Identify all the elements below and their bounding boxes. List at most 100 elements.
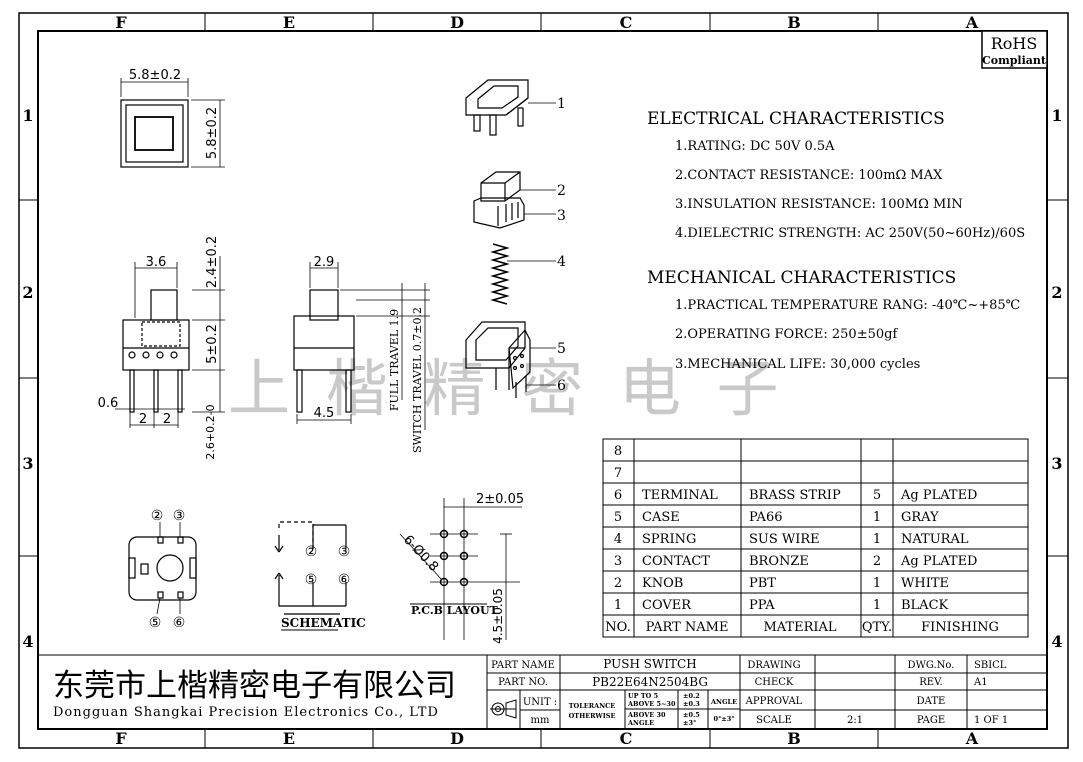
bom-cell: 5 bbox=[873, 488, 881, 503]
col-label-top: A bbox=[965, 13, 979, 32]
column-dividers bbox=[19, 13, 1068, 748]
bom-cell: Ag PLATED bbox=[900, 488, 977, 503]
schematic-pin-5: ⑤ bbox=[305, 572, 318, 588]
electrical-item: 2.CONTACT RESISTANCE: 100mΩ MAX bbox=[675, 168, 943, 183]
part-no-label: PART NO. bbox=[498, 677, 548, 688]
callout-5: 5 bbox=[557, 341, 566, 357]
col-label-top: F bbox=[115, 13, 127, 32]
pcb-layout bbox=[399, 498, 522, 640]
tolerance-value: ±0.2 bbox=[683, 692, 700, 700]
col-label-top: B bbox=[787, 13, 801, 32]
bottom-pin-5: ⑤ bbox=[149, 615, 162, 631]
exploded-parts bbox=[465, 79, 556, 398]
dim-front-body-height: 5±0.2 bbox=[205, 324, 220, 364]
bom-header: PART NAME bbox=[646, 620, 729, 635]
bom-cell: 1 bbox=[873, 576, 881, 591]
scale-label: SCALE bbox=[756, 715, 792, 726]
schematic-pin-2: ② bbox=[305, 544, 318, 560]
front-view bbox=[115, 256, 225, 428]
mechanical-item: 2.OPERATING FORCE: 250±50gf bbox=[675, 327, 898, 342]
bom-cell: SPRING bbox=[642, 532, 696, 547]
side-view bbox=[293, 262, 430, 430]
tolerance-range: ANGLE bbox=[627, 719, 654, 727]
schematic-pin-3: ③ bbox=[338, 544, 351, 560]
dim-pcb-pitch: 2±0.05 bbox=[476, 492, 524, 507]
angle-value: 0°±3° bbox=[714, 715, 735, 723]
pcb-layout-title: P.C.B LAYOUT bbox=[411, 604, 499, 617]
schematic-pin-6: ⑥ bbox=[338, 572, 351, 588]
schematic-symbol bbox=[274, 521, 347, 615]
title-block bbox=[38, 654, 1047, 729]
callout-2: 2 bbox=[557, 183, 566, 199]
dim-pcb-height: 4.5±0.05 bbox=[491, 588, 505, 644]
bom-cell: 1 bbox=[873, 510, 881, 525]
part-no-value: PB22E64N2504BG bbox=[592, 675, 708, 689]
callout-3: 3 bbox=[557, 208, 566, 224]
dim-side-base-width: 4.5 bbox=[314, 406, 335, 421]
rohs-badge bbox=[981, 30, 1048, 69]
bom-header: NO. bbox=[605, 620, 630, 635]
dwg-no-label: DWG.No. bbox=[908, 660, 955, 671]
inner-frame bbox=[37, 30, 1048, 730]
check-label: CHECK bbox=[755, 677, 794, 688]
rohs-title: RoHS bbox=[991, 34, 1038, 53]
dim-pcb-hole: 6-Ø0.8 bbox=[400, 532, 441, 574]
unit-label: UNIT : bbox=[523, 697, 557, 708]
approval-label: APPROVAL bbox=[745, 696, 803, 707]
dim-pin-thickness: 0.6 bbox=[98, 396, 119, 411]
date-label: DATE bbox=[917, 696, 946, 707]
dim-side-knob-width: 2.9 bbox=[314, 255, 335, 270]
bom-header: MATERIAL bbox=[763, 620, 836, 635]
bom-cell: CASE bbox=[642, 510, 680, 525]
col-label-bottom: E bbox=[283, 729, 295, 748]
scale-value: 2:1 bbox=[847, 715, 863, 726]
schematic-title: SCHEMATIC bbox=[281, 616, 366, 630]
dim-front-knob-width: 3.6 bbox=[146, 255, 167, 270]
bottom-pin-2: ② bbox=[151, 508, 164, 524]
bom-header: QTY. bbox=[862, 620, 892, 635]
bom-cell: BRONZE bbox=[749, 554, 809, 569]
bom-cell: Ag PLATED bbox=[900, 554, 977, 569]
bom-cell: PA66 bbox=[749, 510, 782, 525]
callout-1: 1 bbox=[557, 96, 566, 112]
col-label-bottom: F bbox=[115, 729, 127, 748]
bom-cell: NATURAL bbox=[901, 532, 969, 547]
dim-front-knob-height: 2.4±0.2 bbox=[205, 236, 220, 288]
electrical-item: 3.INSULATION RESISTANCE: 100MΩ MIN bbox=[675, 197, 963, 212]
bom-cell: 2 bbox=[614, 576, 622, 591]
tolerance-range: ABOVE 5~30 bbox=[627, 700, 676, 708]
bom-cell: WHITE bbox=[901, 576, 949, 591]
rohs-subtitle: Compliant bbox=[982, 54, 1047, 67]
mechanical-item: 1.PRACTICAL TEMPERATURE RANG: -40℃~+85℃ bbox=[675, 298, 1020, 313]
bom-rows: 8 7 6 TERMINAL BRASS STRIP 5 Ag PLATED 5… bbox=[605, 444, 999, 635]
bom-cell: 1 bbox=[873, 532, 881, 547]
tolerance-label: TOLERANCE bbox=[569, 702, 616, 710]
rev-value: A1 bbox=[973, 677, 988, 688]
col-label-bottom: C bbox=[620, 729, 633, 748]
drawing-label: DRAWING bbox=[747, 660, 800, 671]
row-label-left: 3 bbox=[22, 454, 33, 473]
bom-cell: 6 bbox=[614, 488, 622, 503]
row-label-right: 4 bbox=[1051, 632, 1062, 651]
bom-cell: TERMINAL bbox=[642, 488, 718, 503]
bom-cell: COVER bbox=[642, 598, 692, 613]
bom-cell: CONTACT bbox=[642, 554, 710, 569]
electrical-heading: ELECTRICAL CHARACTERISTICS bbox=[647, 109, 945, 129]
dim-pin-pitch-b: 2 bbox=[163, 412, 171, 427]
dim-top-width: 5.8±0.2 bbox=[129, 68, 181, 83]
row-label-right: 2 bbox=[1051, 283, 1062, 302]
row-label-right: 3 bbox=[1051, 454, 1062, 473]
bom-cell: 7 bbox=[614, 466, 622, 481]
bom-cell: 5 bbox=[614, 510, 622, 525]
bom-cell: SUS WIRE bbox=[749, 532, 820, 547]
row-label-left: 1 bbox=[22, 106, 33, 125]
row-label-right: 1 bbox=[1051, 106, 1062, 125]
dim-switch-travel: SWITCH TRAVEL 0.7±0.2 bbox=[411, 307, 424, 453]
tolerance-value: ±3° bbox=[683, 719, 696, 727]
col-label-bottom: B bbox=[787, 729, 801, 748]
bom-cell: 4 bbox=[614, 532, 622, 547]
bom-header: FINISHING bbox=[921, 620, 999, 635]
col-label-bottom: A bbox=[965, 729, 979, 748]
col-label-top: C bbox=[620, 13, 633, 32]
